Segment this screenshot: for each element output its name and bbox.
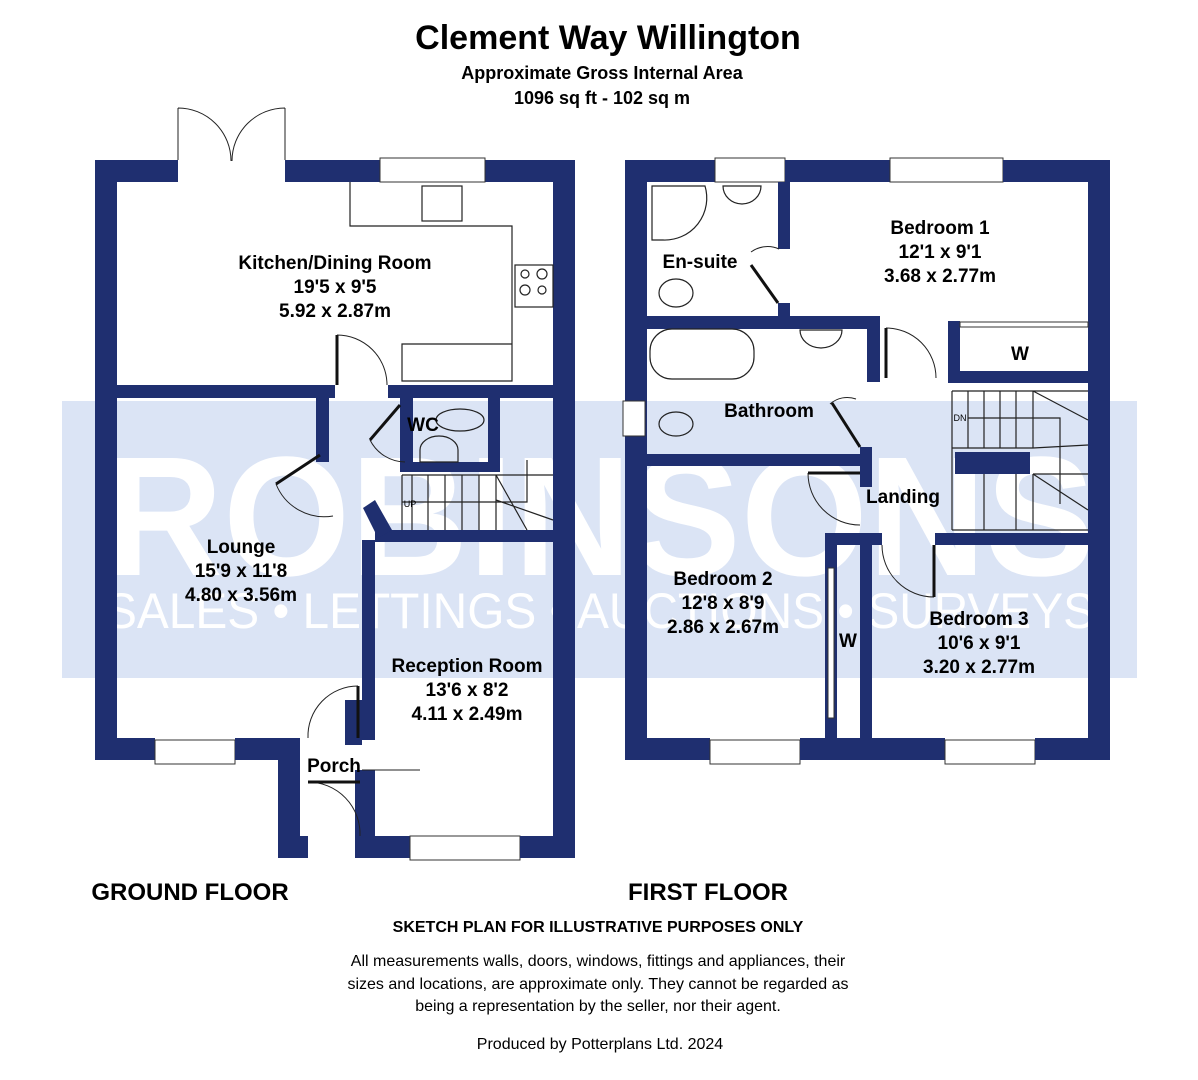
wc-toilet-icon bbox=[435, 408, 485, 432]
bedroom1-metric: 3.68 x 2.77m bbox=[884, 266, 996, 287]
bedroom2-door bbox=[807, 472, 861, 526]
ensuite-basin-icon bbox=[722, 185, 762, 205]
kitchen-imperial: 19'5 x 9'5 bbox=[294, 277, 377, 298]
first-floor-fixtures: DN bbox=[622, 185, 1089, 719]
hob-icon bbox=[514, 264, 554, 308]
plan-subtitle: Approximate Gross Internal Area bbox=[461, 63, 743, 83]
lounge-imperial: 15'9 x 11'8 bbox=[195, 561, 288, 582]
watermark-brand: ROBINSONS bbox=[105, 422, 1095, 612]
room-labels: Kitchen/Dining Room 19'5 x 9'5 5.92 x 2.… bbox=[185, 218, 1035, 777]
kitchen-door bbox=[336, 334, 388, 386]
porch-label: Porch bbox=[307, 756, 361, 777]
bedroom3-label: Bedroom 3 bbox=[929, 609, 1028, 630]
watermark-tagline: SALES • LETTINGS • AUCTIONS • SURVEYS bbox=[105, 583, 1095, 639]
lounge-metric: 4.80 x 3.56m bbox=[185, 585, 297, 606]
lounge-door bbox=[275, 483, 334, 518]
wc-basin-icon bbox=[419, 435, 459, 463]
disclaimer-line-1: All measurements walls, doors, windows, … bbox=[351, 953, 846, 970]
bathroom-toilet-icon bbox=[658, 411, 694, 437]
ensuite-toilet-icon bbox=[658, 278, 694, 308]
bedroom3-imperial: 10'6 x 9'1 bbox=[938, 633, 1021, 654]
bedroom2-label: Bedroom 2 bbox=[673, 569, 772, 590]
stairs-up-label: UP bbox=[404, 499, 417, 509]
gross-area: 1096 sq ft - 102 sq m bbox=[514, 88, 690, 108]
reception-imperial: 13'6 x 8'2 bbox=[426, 680, 509, 701]
kitchen-sink-icon bbox=[421, 185, 463, 222]
ensuite-door bbox=[750, 246, 780, 253]
bedroom3-metric: 3.20 x 2.77m bbox=[923, 657, 1035, 678]
bedroom2-imperial: 12'8 x 8'9 bbox=[682, 593, 765, 614]
wardrobe-doors bbox=[959, 321, 1089, 328]
bedroom2-metric: 2.86 x 2.67m bbox=[667, 617, 779, 638]
ensuite-label: En-suite bbox=[663, 252, 738, 273]
ground-floor-walls bbox=[95, 157, 575, 861]
shower-icon bbox=[651, 185, 708, 241]
bathroom-basin-icon bbox=[799, 329, 843, 349]
wardrobe-sliding-doors bbox=[827, 567, 835, 719]
bathroom-door bbox=[829, 396, 857, 405]
bedroom3-door bbox=[881, 544, 935, 598]
credit: Produced by Potterplans Ltd. 2024 bbox=[477, 1036, 723, 1053]
disclaimer-line-3: being a representation by the seller, no… bbox=[415, 998, 781, 1015]
wc-door bbox=[369, 439, 406, 463]
kitchen-label: Kitchen/Dining Room bbox=[238, 253, 431, 274]
landing-label: Landing bbox=[866, 487, 940, 508]
ground-floor-fixtures: UP bbox=[177, 107, 554, 837]
wardrobe2-label: W bbox=[839, 631, 857, 652]
reception-label: Reception Room bbox=[392, 656, 543, 677]
stairs-down-label: DN bbox=[954, 413, 967, 423]
porch-inner-door bbox=[307, 685, 359, 739]
stairs-up bbox=[401, 460, 554, 531]
ground-floor-label: GROUND FLOOR bbox=[91, 879, 288, 906]
wc-label: WC bbox=[407, 415, 439, 436]
sketch-notice: SKETCH PLAN FOR ILLUSTRATIVE PURPOSES ON… bbox=[393, 919, 804, 936]
first-floor-walls bbox=[625, 157, 1110, 765]
disclaimer-line-2: sizes and locations, are approximate onl… bbox=[347, 976, 848, 993]
french-doors bbox=[177, 107, 286, 162]
plan-title: Clement Way Willington bbox=[415, 19, 801, 57]
bath-icon bbox=[649, 328, 755, 380]
bathroom-label: Bathroom bbox=[724, 401, 814, 422]
stairs-down bbox=[951, 390, 1089, 531]
porch-front-door bbox=[307, 781, 361, 837]
bedroom1-imperial: 12'1 x 9'1 bbox=[899, 242, 982, 263]
first-floor-label: FIRST FLOOR bbox=[628, 879, 788, 906]
lounge-label: Lounge bbox=[207, 537, 276, 558]
wardrobe1-label: W bbox=[1011, 344, 1029, 365]
kitchen-metric: 5.92 x 2.87m bbox=[279, 301, 391, 322]
bedroom1-label: Bedroom 1 bbox=[890, 218, 990, 239]
reception-metric: 4.11 x 2.49m bbox=[412, 704, 523, 725]
bedroom1-door bbox=[885, 327, 937, 379]
